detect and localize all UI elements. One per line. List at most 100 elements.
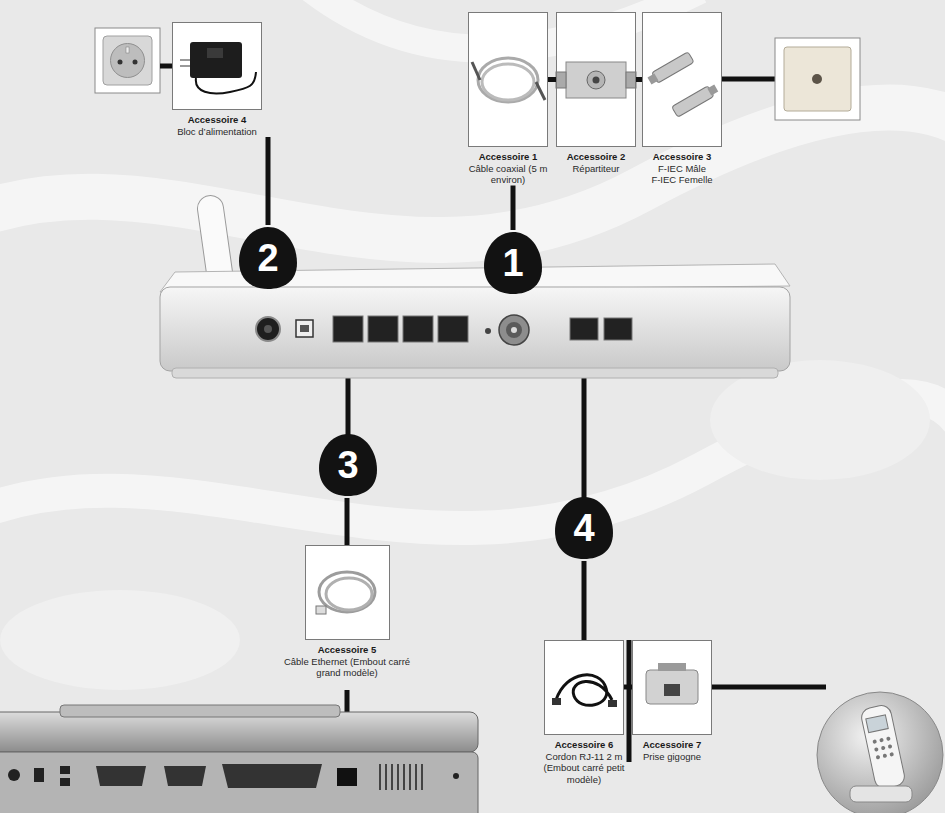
- laptop: [379, 764, 381, 790]
- accessory-caption: Câble coaxial (5 m environ): [465, 163, 551, 186]
- accessory-number: Accessoire 4: [162, 114, 272, 126]
- photo-frame: [632, 640, 712, 735]
- power-adapter-photo: [196, 72, 256, 93]
- splitter-photo: [556, 72, 566, 88]
- photo-frame: [544, 640, 624, 735]
- rj11-cord-photo: [608, 700, 617, 707]
- background-swirl: [0, 590, 240, 690]
- photo-frame: [556, 12, 636, 147]
- telephone: [889, 752, 894, 757]
- double-socket-photo: [632, 640, 712, 735]
- rj11-cord-photo: [556, 675, 612, 705]
- laptop: [397, 764, 399, 790]
- laptop: [222, 764, 322, 788]
- router: [511, 327, 517, 333]
- splitter-photo: [556, 12, 636, 147]
- connector-line: [511, 186, 516, 231]
- telephone: [879, 738, 884, 743]
- ethernet-cable-photo: [305, 545, 390, 640]
- wall-socket: [95, 28, 160, 93]
- wall-socket: [133, 60, 138, 65]
- power-adapter-photo: [180, 65, 190, 67]
- rj11-cord-photo: [544, 640, 624, 735]
- ethernet-cable-photo: [326, 578, 372, 610]
- connector-line: [627, 640, 632, 762]
- photo-frame: [305, 545, 390, 640]
- router: [506, 322, 522, 338]
- callout-number: 1: [502, 244, 523, 282]
- telephone: [866, 715, 888, 733]
- accessory-card: Accessoire 3F-IEC MâleF-IEC Femelle: [639, 12, 725, 186]
- coaxial-cable-photo: [482, 64, 534, 100]
- laptop: [409, 764, 411, 790]
- telephone: [872, 736, 894, 759]
- laptop: [60, 705, 340, 717]
- accessory-card: Accessoire 6Cordon RJ-11 2 m (Embout car…: [539, 640, 629, 785]
- laptop: [380, 764, 422, 790]
- telephone: [860, 704, 906, 790]
- power-adapter-photo: [172, 22, 262, 110]
- laptop: [391, 764, 393, 790]
- callout-shape: [239, 227, 297, 289]
- laptop: [421, 764, 423, 790]
- laptop: [0, 705, 478, 813]
- router: [300, 325, 309, 332]
- laptop: [60, 766, 70, 774]
- wall-socket: [95, 28, 160, 93]
- power-cord-line: [160, 64, 172, 69]
- splitter-photo: [566, 62, 626, 98]
- f-iec-adapters-photo: [672, 86, 714, 117]
- accessory-caption: F-IEC Femelle: [639, 174, 725, 186]
- accessory-caption: Répartiteur: [553, 163, 639, 175]
- router: [256, 317, 280, 341]
- accessory-caption: Prise gigogne: [627, 751, 717, 763]
- accessory-number: Accessoire 2: [553, 151, 639, 163]
- splitter-photo: [587, 71, 605, 89]
- ethernet-cable-photo: [305, 545, 390, 640]
- router: [604, 318, 632, 340]
- callout-shape: [319, 434, 377, 496]
- power-adapter-photo: [180, 59, 190, 61]
- wall-socket: [118, 60, 123, 65]
- laptop: [96, 766, 146, 786]
- telephone: [882, 753, 887, 758]
- photo-frame: [172, 22, 262, 110]
- f-iec-adapters-photo: [642, 12, 722, 147]
- photo-frame: [642, 12, 722, 147]
- laptop: [60, 778, 70, 786]
- f-iec-adapters-photo: [707, 85, 718, 96]
- ethernet-cable-photo: [316, 606, 326, 614]
- accessory-number: Accessoire 1: [465, 151, 551, 163]
- router: [485, 328, 491, 334]
- rj11-cord-photo: [552, 698, 561, 705]
- double-socket-photo: [646, 670, 698, 704]
- laptop: [0, 712, 478, 752]
- antenna-cable-line: [722, 77, 775, 82]
- splitter-photo: [556, 12, 636, 147]
- accessory-caption: Bloc d’alimentation: [162, 126, 272, 138]
- laptop: [415, 764, 417, 790]
- laptop: [385, 764, 387, 790]
- double-socket-photo: [658, 663, 686, 671]
- wall-socket: [111, 44, 145, 78]
- accessory-card: Accessoire 1Câble coaxial (5 m environ): [465, 12, 551, 186]
- telephone: [874, 747, 879, 752]
- photo-frame: [468, 12, 548, 147]
- laptop: [453, 773, 459, 779]
- callout-number: 4: [573, 509, 594, 547]
- laptop: [0, 752, 478, 813]
- router: [172, 368, 778, 378]
- telephone: [881, 746, 886, 751]
- telephone: [850, 786, 912, 802]
- coaxial-cable-photo: [468, 12, 548, 147]
- background-swirl: [0, 0, 945, 690]
- router: [368, 316, 398, 342]
- power-adapter-photo: [207, 48, 223, 58]
- splitter-photo: [593, 77, 600, 84]
- phone-cable-line: [712, 685, 826, 690]
- wall-socket: [103, 36, 152, 85]
- laptop: [337, 768, 357, 786]
- telephone: [817, 692, 943, 813]
- accessory-number: Accessoire 7: [627, 739, 717, 751]
